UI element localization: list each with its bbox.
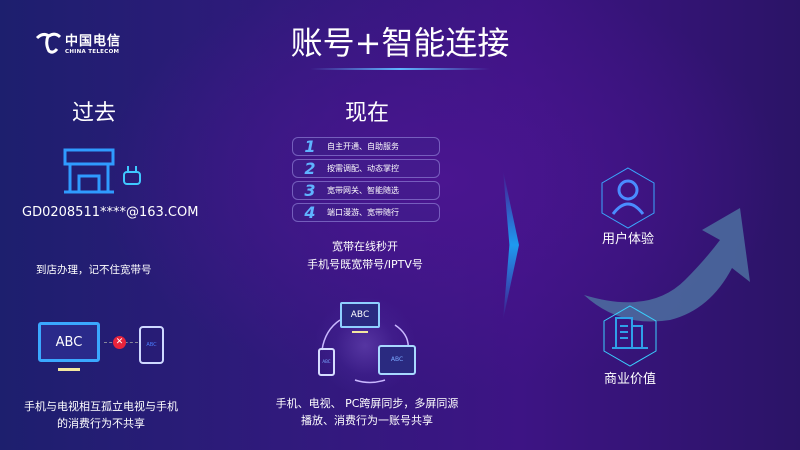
store-router-icon — [63, 148, 141, 194]
now-caption-line: 手机、电视、 PC跨屏同步，多屏同源 — [275, 397, 459, 410]
monitor-text: ABC — [350, 310, 370, 320]
page-title: 账号+智能连接 — [290, 24, 510, 62]
past-caption-line: 的消费行为不共享 — [57, 417, 145, 430]
past-note: 到店办理，记不住宽带号 — [36, 264, 152, 276]
feature-item: 4 端口漫游、宽带随行 — [292, 203, 440, 222]
past-heading: 过去 — [72, 101, 117, 126]
user-icon — [601, 167, 655, 229]
tv-text: ABC — [55, 334, 83, 350]
error-x-icon: ✕ — [113, 336, 126, 349]
title-underline — [310, 68, 490, 70]
feature-item: 1 自主开通、自助服务 — [292, 137, 440, 156]
phone-icon: ABC — [139, 326, 164, 364]
summary-line: 宽带在线秒开 — [332, 240, 398, 253]
feature-text: 端口漫游、宽带随行 — [327, 208, 399, 217]
feature-num: 1 — [304, 137, 316, 156]
feature-num: 4 — [304, 203, 316, 222]
feature-text: 按需调配、动态掌控 — [327, 164, 399, 173]
feature-text: 自主开通、自助服务 — [327, 142, 399, 151]
monitor-icon: ABC — [340, 302, 380, 328]
growth-arrow-icon — [584, 208, 750, 322]
past-caption: 手机与电视相互孤立电视与手机 的消费行为不共享 — [16, 398, 186, 432]
phone-device-text: ABC — [322, 359, 331, 364]
tablet-text: ABC — [390, 356, 404, 363]
monitor-stand — [352, 331, 368, 333]
phone-text: ABC — [146, 342, 157, 348]
tablet-icon: ABC — [378, 345, 416, 375]
tv-icon: ABC — [38, 322, 100, 362]
feature-item: 3 宽带网关、智能随选 — [292, 181, 440, 200]
business-value-label: 商业价值 — [603, 372, 656, 387]
feature-num: 2 — [304, 159, 316, 178]
feature-num: 3 — [304, 181, 316, 200]
now-caption-line: 播放、消费行为一账号共享 — [301, 414, 433, 427]
now-heading: 现在 — [345, 101, 390, 126]
logo-en: CHINA TELECOM — [65, 49, 120, 55]
summary-line: 手机号既宽带号/IPTV号 — [307, 258, 423, 271]
chevron-right-icon — [503, 170, 519, 320]
past-caption-line: 手机与电视相互孤立电视与手机 — [24, 400, 178, 413]
now-caption: 手机、电视、 PC跨屏同步，多屏同源 播放、消费行为一账号共享 — [262, 395, 472, 429]
now-summary: 宽带在线秒开 手机号既宽带号/IPTV号 — [290, 238, 440, 274]
past-email: GD0208511****@163.COM — [22, 205, 199, 220]
feature-item: 2 按需调配、动态掌控 — [292, 159, 440, 178]
logo-cn: 中国电信 — [65, 34, 122, 49]
feature-text: 宽带网关、智能随选 — [327, 186, 399, 195]
phone-device-icon: ABC — [318, 348, 335, 376]
user-experience-label: 用户体验 — [601, 232, 654, 247]
building-icon — [603, 305, 657, 367]
tv-stand — [58, 368, 80, 371]
telecom-logo-icon — [35, 32, 61, 54]
